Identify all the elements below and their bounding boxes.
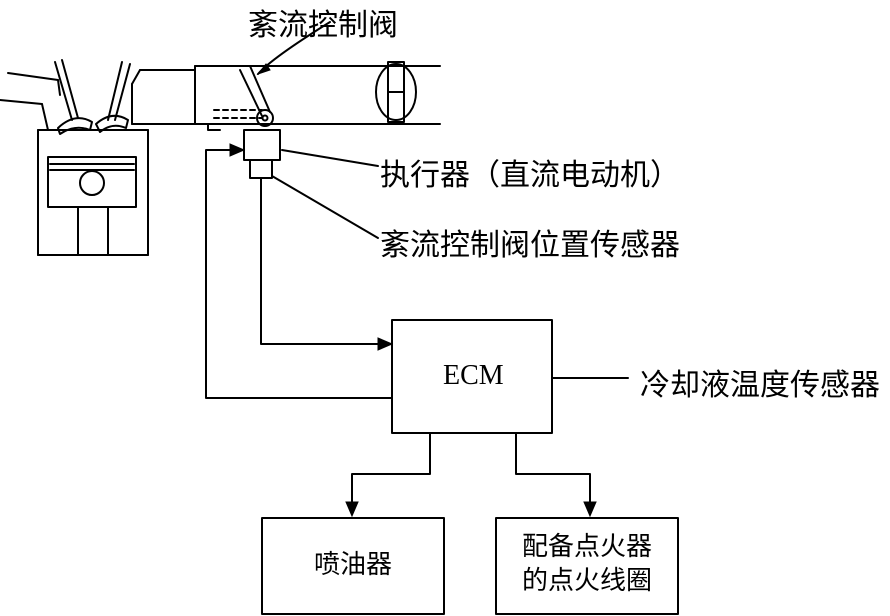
- sensor-to-ecm-line: [260, 177, 385, 345]
- coolant-sensor-label: 冷却液温度传感器: [640, 368, 880, 403]
- position-sensor-leader: [271, 175, 379, 239]
- piston: [47, 156, 137, 256]
- throttle-plate: [239, 65, 274, 127]
- actuator-body: [243, 129, 281, 179]
- ecm-to-actuator-line: [205, 149, 393, 399]
- intake-valve-left: [54, 59, 93, 135]
- sensor-to-ecm-arrow: [377, 337, 394, 351]
- intake-valve-right: [95, 61, 131, 133]
- ignition-coil-label-line1: 配备点火器: [521, 532, 652, 562]
- ecm-to-injector-line: [351, 432, 431, 505]
- ignition-coil-label: 配备点火器 的点火线圈: [496, 530, 678, 598]
- position-sensor-label: 紊流控制阀位置传感器: [380, 228, 680, 263]
- injector-box: [261, 517, 445, 615]
- engine-cylinder: [0, 69, 196, 256]
- ecm-label: ECM: [443, 360, 504, 391]
- intake-manifold: [194, 65, 441, 131]
- ecm-to-actuator-arrow: [229, 143, 246, 157]
- ignition-coil-label-line2: 的点火线圈: [521, 566, 652, 596]
- ecm-to-ignition-line: [515, 432, 591, 505]
- actuator-leader: [281, 149, 379, 167]
- ecm-to-ignition-arrow: [583, 501, 597, 518]
- actuator-label: 执行器（直流电动机）: [380, 158, 680, 193]
- throttle-valve-label: 紊流控制阀: [248, 8, 398, 43]
- injector-label: 喷油器: [313, 550, 392, 580]
- ignition-coil-box: [495, 517, 679, 615]
- throttle-valve-leader-arrow: [256, 63, 271, 76]
- ecm-to-injector-arrow: [345, 501, 359, 518]
- throttle-body-circle: [375, 61, 417, 123]
- ecm-box: [391, 319, 553, 434]
